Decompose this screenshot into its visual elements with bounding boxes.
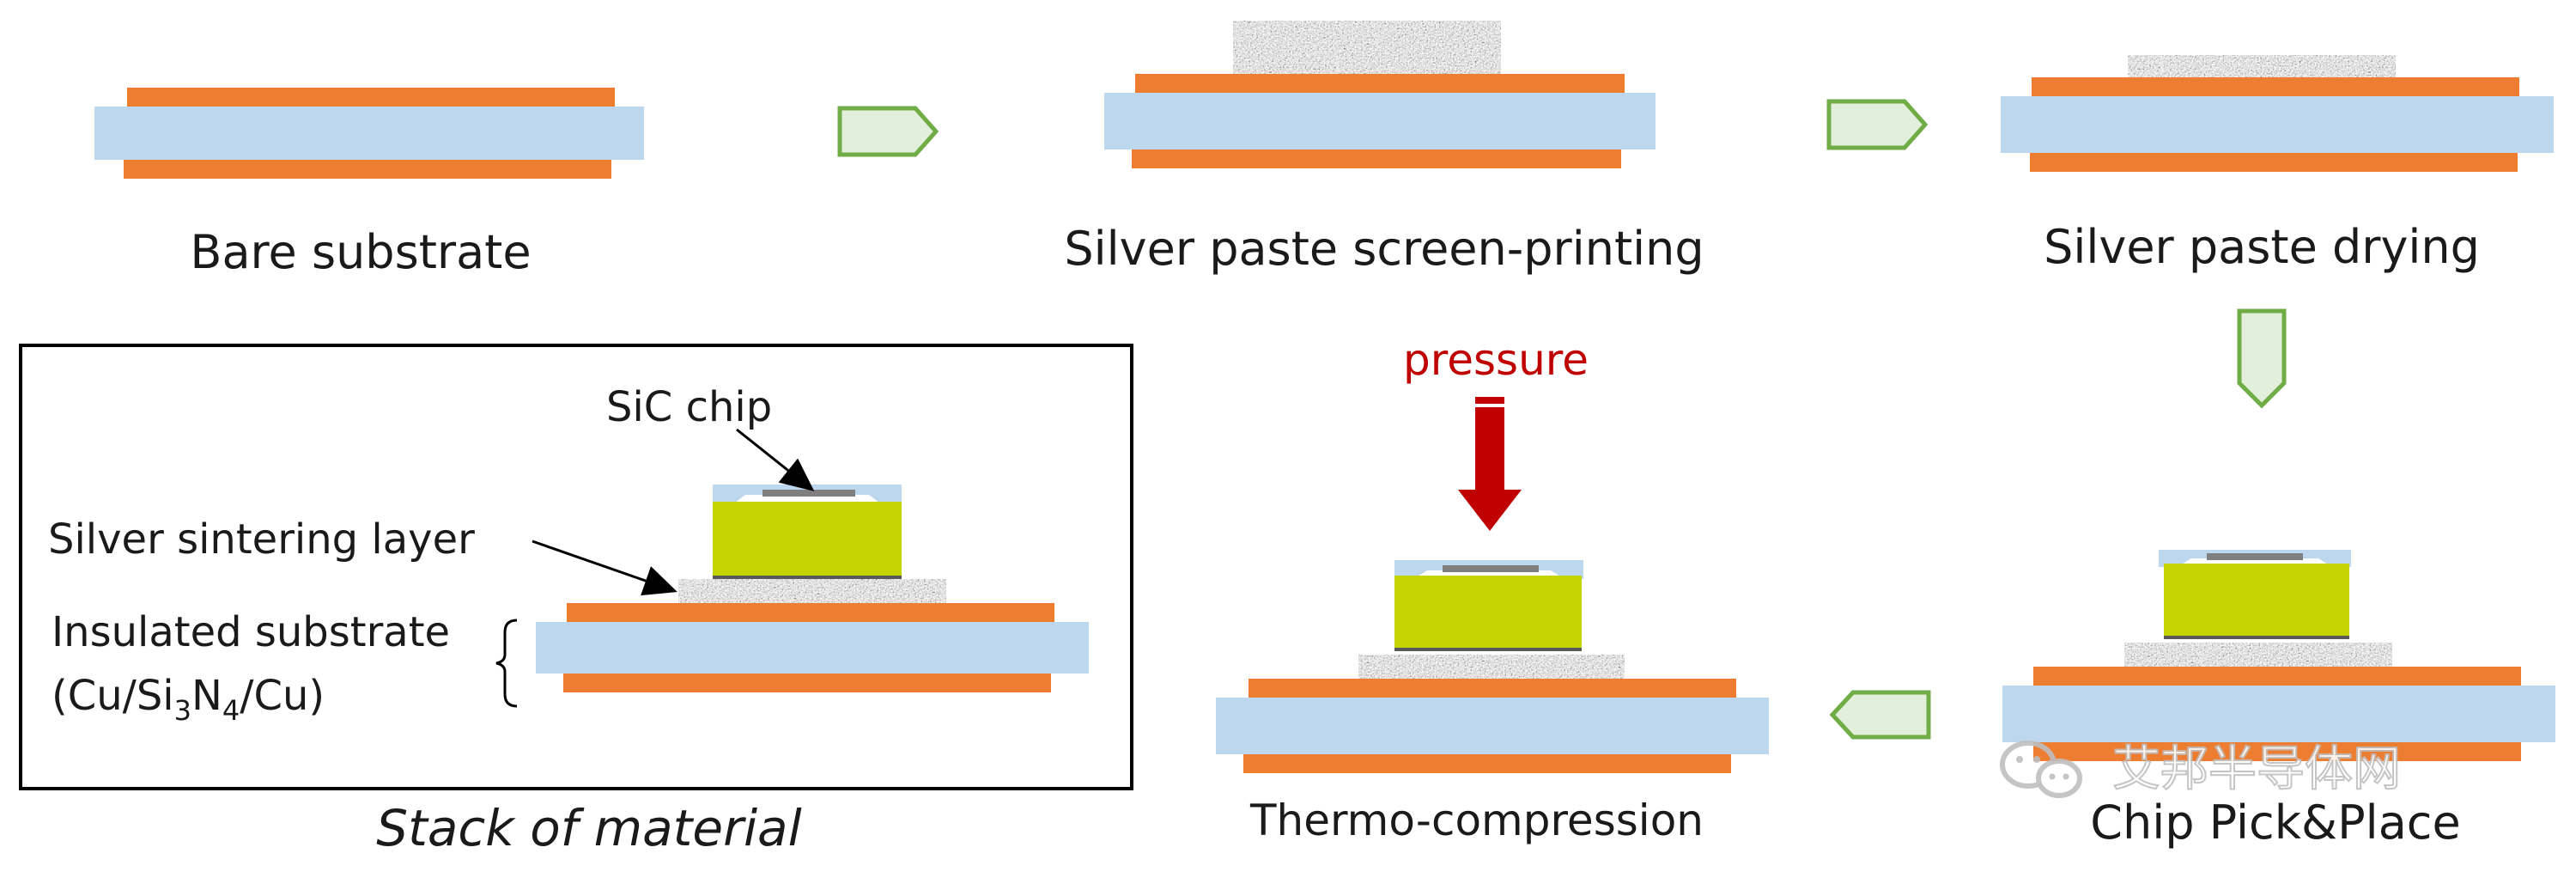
- label-thermo-compression: Thermo-compression: [1249, 796, 1704, 845]
- watermark-text: 艾邦半导体网: [2112, 741, 2401, 797]
- label-pick-place: Chip Pick&Place: [2090, 796, 2460, 850]
- flow-arrow-right-1: [837, 106, 939, 157]
- flow-arrow-left: [1829, 690, 1931, 740]
- flow-arrow-right-2: [1826, 99, 1929, 150]
- material-stack: [536, 485, 1089, 692]
- stack-of-material-frame: [19, 344, 1133, 790]
- formula-sub-4: 4: [222, 694, 240, 727]
- label-silver-sintering-layer: Silver sintering layer: [48, 515, 475, 564]
- thermo-compression-stack: [1216, 560, 1769, 773]
- sic-chip-pointer: [736, 428, 815, 491]
- label-insulated-substrate: Insulated substrate: [52, 608, 450, 656]
- substrate-brace: [495, 619, 518, 708]
- label-sic-chip: SiC chip: [606, 383, 772, 431]
- label-drying: Silver paste drying: [2044, 220, 2480, 274]
- formula-sub-3: 3: [174, 694, 191, 727]
- formula-close: /Cu): [240, 672, 325, 720]
- label-screen-printing: Silver paste screen-printing: [1064, 222, 1704, 276]
- wechat-icon: [2000, 741, 2082, 798]
- sinter-layer-pointer: [532, 539, 677, 596]
- pressure-arrow: [1458, 397, 1522, 531]
- pick-place-stack: [2002, 550, 2555, 761]
- drying-stack: [2001, 55, 2554, 172]
- formula-n: N: [191, 672, 222, 720]
- label-substrate-formula: (Cu/Si3N4/Cu): [52, 672, 325, 727]
- formula-open: (Cu/Si: [52, 672, 174, 720]
- watermark: 艾邦半导体网: [2000, 741, 2402, 798]
- screen-printing-stack: [1104, 21, 1656, 168]
- flow-arrow-down: [2237, 308, 2287, 409]
- bare-substrate-stack: [94, 88, 644, 179]
- label-pressure: pressure: [1403, 335, 1589, 385]
- caption-stack-of-material: Stack of material: [376, 799, 801, 857]
- label-bare-substrate: Bare substrate: [190, 225, 531, 279]
